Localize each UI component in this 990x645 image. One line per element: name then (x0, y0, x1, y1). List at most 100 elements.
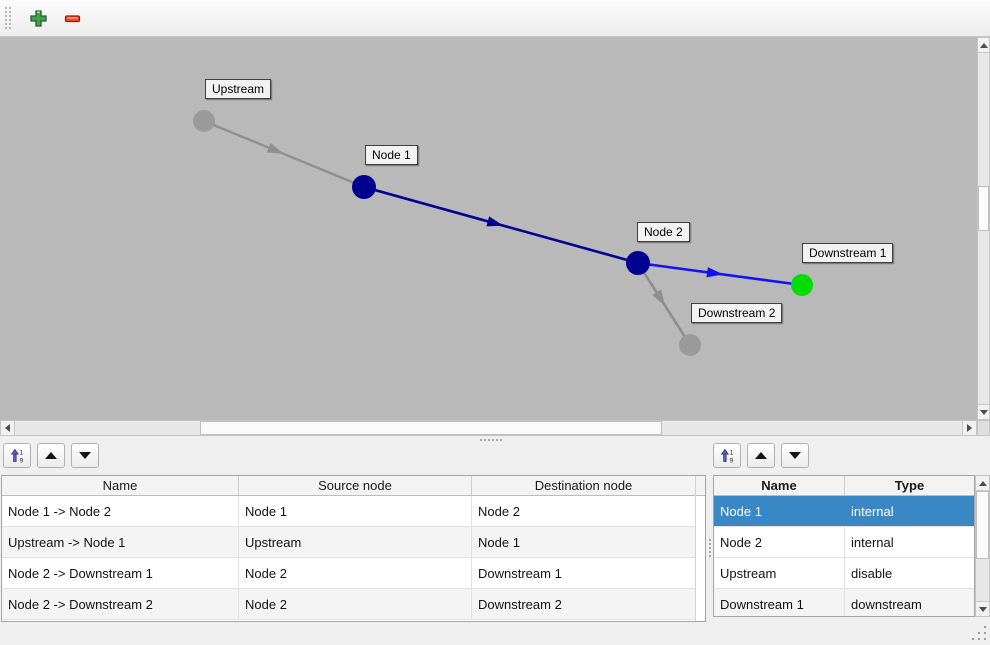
triangle-down-icon (979, 409, 988, 415)
edge-header-destination[interactable]: Destination node (534, 478, 633, 493)
edge-table-row-cell[interactable]: Node 2 -> Downstream 1 (2, 558, 239, 588)
toolbar-drag-handle[interactable] (4, 6, 12, 30)
node-table-row-cell[interactable]: Upstream (714, 558, 845, 588)
triangle-down-icon (978, 606, 987, 612)
scroll-down-button[interactable] (978, 404, 989, 419)
node-table-row-cell[interactable]: Node 2 (714, 527, 845, 557)
graph-svg (193, 110, 813, 356)
node-sort-button[interactable]: 1 9 (713, 443, 741, 468)
scrollbar-corner (977, 420, 990, 436)
resize-grip[interactable] (972, 626, 974, 628)
edge-table-row-cell[interactable]: Node 2 -> Downstream 2 (2, 589, 239, 619)
graph-edge-upstream-node1[interactable] (203, 119, 365, 189)
node-table-scrollbar[interactable] (975, 475, 990, 617)
edge-table-row-cell[interactable]: Node 2 (239, 558, 472, 588)
node-move-down-button[interactable] (781, 443, 809, 468)
node-table-row[interactable]: Node 1 internal (714, 496, 974, 527)
edge-sort-button[interactable]: 1 9 (3, 443, 31, 468)
triangle-right-icon (967, 424, 972, 432)
graph-node-downstream1[interactable] (791, 274, 813, 296)
edge-table-row-cell[interactable]: Downstream 2 (478, 596, 562, 612)
node-label-upstream[interactable]: Upstream (205, 79, 272, 99)
edge-table-row-cell[interactable]: Node 2 (478, 503, 520, 519)
horizontal-splitter[interactable] (0, 436, 990, 443)
triangle-up-icon (979, 42, 988, 48)
triangle-left-icon (5, 424, 10, 432)
node-label-downstream2[interactable]: Downstream 2 (691, 303, 783, 323)
edge-arrow-icon[interactable] (706, 267, 724, 278)
node-table-toolbar: 1 9 (713, 443, 809, 469)
node-move-up-button[interactable] (747, 443, 775, 468)
edge-table-row-cell[interactable]: Node 1 -> Node 2 (2, 496, 239, 526)
edge-table: Name Source node Destination node Node 1… (1, 475, 706, 622)
edge-arrow-icon[interactable] (486, 216, 504, 227)
svg-text:9: 9 (20, 457, 24, 463)
edge-arrow-icon[interactable] (652, 289, 666, 306)
edge-arrow-icon[interactable] (266, 142, 284, 154)
edge-move-down-button[interactable] (71, 443, 99, 468)
node-table-row-cell[interactable]: Node 1 (720, 503, 762, 519)
move-up-icon (755, 452, 767, 459)
edge-move-up-button[interactable] (37, 443, 65, 468)
graph-node-node1[interactable] (352, 175, 376, 199)
canvas-vertical-scrollbar[interactable] (977, 37, 990, 420)
move-down-icon (789, 452, 801, 459)
triangle-up-icon (978, 480, 987, 486)
scroll-up-button[interactable] (976, 476, 989, 491)
splitter-grip-icon (479, 438, 503, 441)
node-table-row-cell[interactable]: downstream (851, 596, 922, 612)
node-table-scrollbar-thumb[interactable] (976, 491, 989, 559)
graph-node-upstream[interactable] (193, 110, 215, 132)
edge-table-scroll-gutter (695, 476, 705, 621)
node-table-row-cell[interactable]: internal (851, 503, 894, 519)
move-down-icon (79, 452, 91, 459)
svg-text:9: 9 (730, 457, 734, 463)
edge-table-header: Name Source node Destination node (2, 476, 705, 496)
scroll-right-button[interactable] (962, 421, 976, 435)
scroll-up-button[interactable] (978, 38, 989, 53)
node-table-row-cell[interactable]: disable (851, 565, 893, 581)
node-table-row[interactable]: Downstream 1 downstream (714, 589, 974, 616)
canvas-horizontal-scrollbar[interactable] (0, 420, 977, 436)
splitter-grip-icon (708, 538, 711, 558)
scroll-left-button[interactable] (1, 421, 15, 435)
node-header-name[interactable]: Name (714, 476, 845, 495)
edge-table-row-cell[interactable]: Node 1 (239, 496, 472, 526)
node-label-downstream1[interactable]: Downstream 1 (802, 243, 894, 263)
graph-node-node2[interactable] (626, 251, 650, 275)
remove-button[interactable] (56, 3, 88, 33)
edge-table-row-cell[interactable]: Upstream -> Node 1 (2, 527, 239, 557)
svg-text:1: 1 (20, 449, 24, 456)
canvas-horizontal-scrollbar-thumb[interactable] (200, 421, 662, 435)
node-table-row[interactable]: Upstream disable (714, 558, 974, 589)
edge-table-row-cell[interactable]: Downstream 1 (478, 565, 562, 581)
graph-node-downstream2[interactable] (679, 334, 701, 356)
add-button[interactable] (22, 3, 54, 33)
node-header-type[interactable]: Type (894, 478, 925, 493)
svg-text:1: 1 (730, 449, 734, 456)
vertical-splitter[interactable] (706, 475, 713, 617)
edge-table-row-cell[interactable]: Upstream (239, 527, 472, 557)
node-table-header: Name Type (714, 476, 974, 496)
node-label-node2[interactable]: Node 2 (637, 222, 690, 242)
node-label-node1[interactable]: Node 1 (365, 145, 418, 165)
sort-ascending-icon: 1 9 (720, 448, 734, 464)
node-table-row[interactable]: Node 2 internal (714, 527, 974, 558)
edge-table-row-cell[interactable]: Node 2 (239, 589, 472, 619)
scroll-down-button[interactable] (976, 601, 989, 616)
node-table-row-cell[interactable]: internal (851, 534, 894, 550)
canvas-vertical-scrollbar-thumb[interactable] (978, 186, 989, 231)
main-toolbar (0, 0, 990, 37)
node-table-row-cell[interactable]: Downstream 1 (714, 589, 845, 616)
edge-header-source[interactable]: Source node (239, 476, 472, 495)
edge-table-row-cell[interactable]: Node 1 (478, 534, 520, 550)
edge-header-name[interactable]: Name (2, 476, 239, 495)
